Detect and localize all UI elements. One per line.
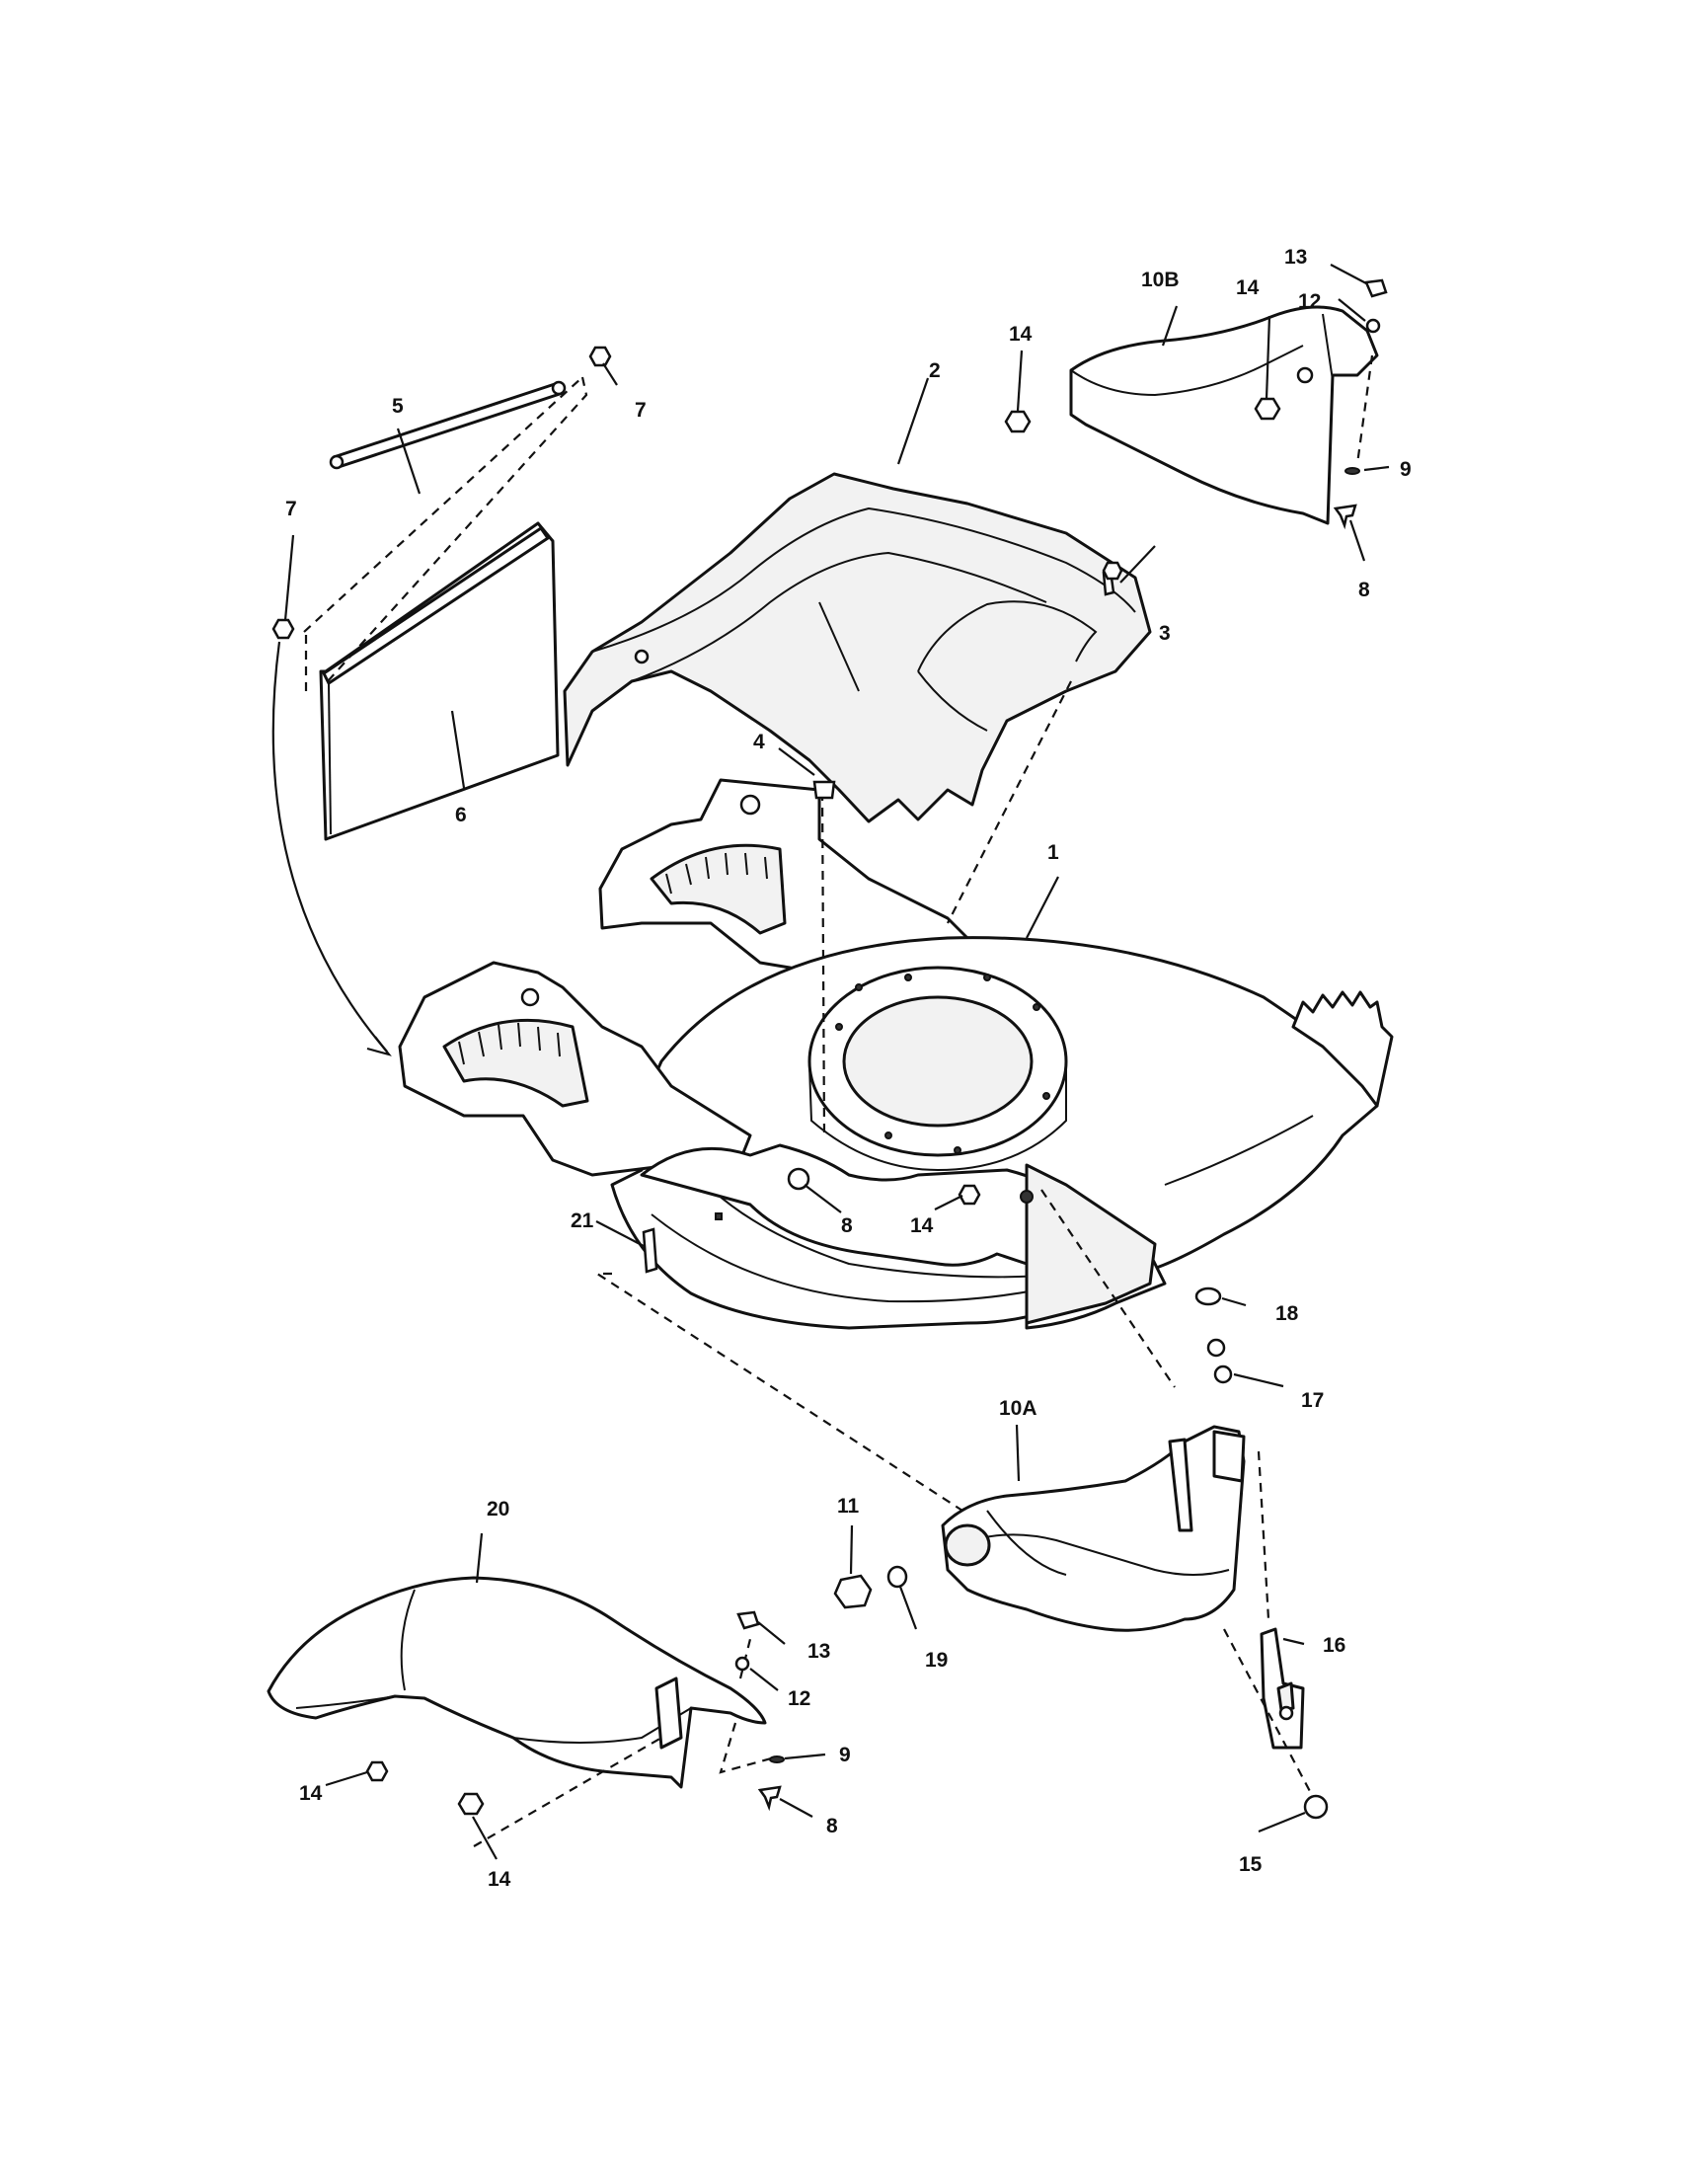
- callout-10b: 10B: [1141, 269, 1180, 291]
- callout-9-top: 9: [1400, 458, 1412, 481]
- callout-14-10b-left: 14: [1009, 323, 1033, 346]
- callout-labels: 2 3 4 5 6 7 7 1 10B 14 14 13 12 9 8 8 14…: [285, 246, 1412, 1891]
- callout-21: 21: [571, 1209, 594, 1232]
- callout-16: 16: [1323, 1634, 1345, 1657]
- part-1-deck: [398, 778, 1394, 1330]
- callout-9-bottom: 9: [839, 1744, 851, 1766]
- callout-12-bottom: 12: [788, 1687, 810, 1710]
- callout-8-bottom: 8: [826, 1815, 838, 1837]
- part-16-latch: [1260, 1627, 1305, 1750]
- callout-13-top: 13: [1284, 246, 1307, 269]
- callout-14-10b-right: 14: [1236, 276, 1260, 299]
- callout-20: 20: [487, 1498, 509, 1521]
- part-10a-chute: [941, 1425, 1246, 1632]
- part-10b-deflector: [1069, 305, 1379, 525]
- callout-3: 3: [1159, 622, 1171, 645]
- callout-2: 2: [929, 359, 941, 382]
- callout-4: 4: [753, 731, 765, 753]
- assembly-lines: [473, 354, 1374, 1847]
- callout-14-plug-left: 14: [299, 1782, 323, 1805]
- callout-7-left: 7: [285, 498, 297, 520]
- arrow-7-to-deck: [271, 641, 388, 1053]
- callout-10a: 10A: [999, 1397, 1037, 1420]
- part-6-flap: [319, 521, 560, 841]
- leader-lines: [283, 264, 1390, 1860]
- hardware: [271, 278, 1388, 1820]
- callout-19: 19: [925, 1649, 948, 1672]
- callout-8-deck: 8: [841, 1214, 853, 1237]
- callout-7-top: 7: [635, 399, 647, 422]
- callout-5: 5: [392, 395, 404, 418]
- part-5-rod: [329, 380, 567, 470]
- callout-1: 1: [1047, 841, 1059, 864]
- callout-15: 15: [1239, 1853, 1263, 1876]
- callout-8-top: 8: [1358, 579, 1370, 601]
- callout-18: 18: [1275, 1302, 1299, 1325]
- callout-12-top: 12: [1298, 290, 1321, 313]
- callout-14-plug-bottom: 14: [488, 1868, 511, 1891]
- callout-14-deck: 14: [910, 1214, 934, 1237]
- callout-13-bottom: 13: [807, 1640, 830, 1663]
- arrow-7-head: [366, 1036, 392, 1056]
- callout-6: 6: [455, 804, 467, 826]
- callout-17: 17: [1301, 1389, 1324, 1412]
- part-20-mulch-plug: [267, 1576, 767, 1789]
- dash-rod-to-flap: [303, 376, 588, 691]
- callout-11: 11: [837, 1495, 860, 1518]
- part-2-rear-cover: [563, 472, 1152, 823]
